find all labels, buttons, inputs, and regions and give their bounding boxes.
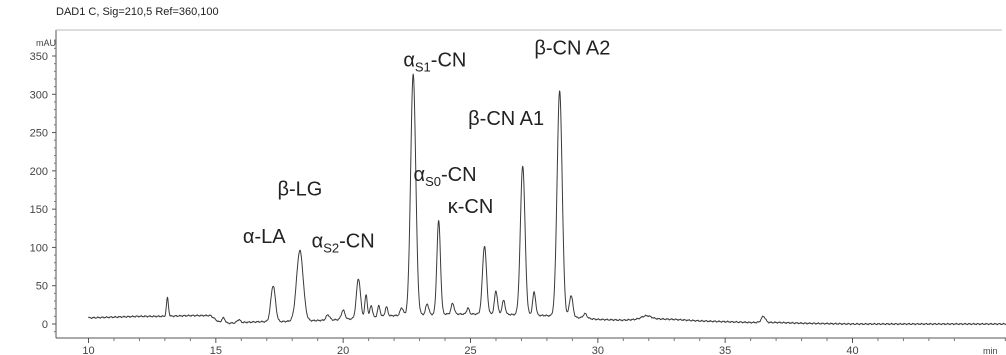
peak-label: β-LG xyxy=(277,178,322,200)
y-tick-label: 200 xyxy=(30,166,48,178)
y-tick-label: 0 xyxy=(42,319,48,331)
y-tick-label: 250 xyxy=(30,128,48,140)
x-axis-unit: min xyxy=(983,346,998,355)
x-tick-label: 30 xyxy=(592,345,604,355)
x-tick-label: 20 xyxy=(337,345,349,355)
plot-frame xyxy=(55,29,1006,339)
y-tick-label: 350 xyxy=(30,51,48,63)
y-tick-label: 50 xyxy=(36,281,48,293)
x-tick-label: 35 xyxy=(719,345,731,355)
peak-labels: α-LA β-LG αS2-CN αS1-CN αS0-CN κ-CN β-CN A1 β-C… xyxy=(243,37,610,255)
x-tick-label: 15 xyxy=(210,345,222,355)
y-axis-unit: mAU xyxy=(36,38,56,48)
y-tick-label: 150 xyxy=(30,204,48,216)
chromatogram-trace xyxy=(88,73,1006,326)
peak-label: κ-CN xyxy=(448,196,494,218)
x-tick-label: 10 xyxy=(82,345,94,355)
y-axis: 0 50 100 150 200 250 300 350 xyxy=(30,40,56,333)
x-tick-label: 25 xyxy=(464,345,476,355)
trace-group xyxy=(88,73,1006,326)
x-tick-label: 40 xyxy=(846,345,858,355)
peak-label: β-CN A2 xyxy=(534,37,610,59)
y-tick-label: 300 xyxy=(30,89,48,101)
peak-label: αS2-CN xyxy=(312,230,375,255)
peak-label: β-CN A1 xyxy=(468,108,544,130)
y-tick-label: 100 xyxy=(30,242,48,254)
peak-label: α-LA xyxy=(243,226,286,248)
chart-title: DAD1 C, Sig=210,5 Ref=360,100 xyxy=(56,6,219,18)
x-axis: 10 15 20 25 30 35 40 xyxy=(82,338,1006,355)
peak-label: αS0-CN xyxy=(414,164,477,189)
peak-label: αS1-CN xyxy=(403,50,466,75)
